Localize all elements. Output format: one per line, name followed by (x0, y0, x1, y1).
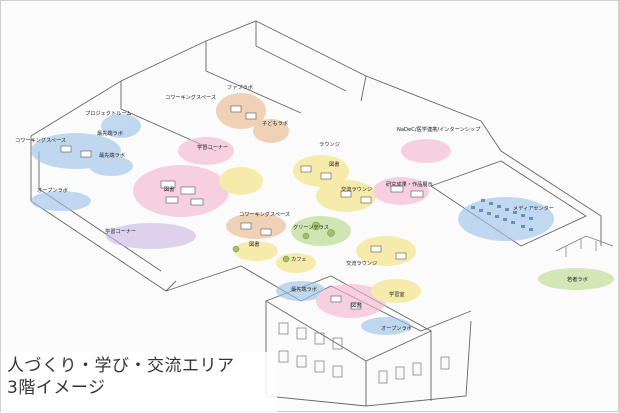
label-coworking-top: コワーキングスペース (165, 93, 216, 101)
caption-box (1, 352, 277, 413)
zone-books-sw (234, 241, 278, 261)
label-project-room: プロジェクトルーム (85, 110, 132, 117)
label-books-n: 図書 (329, 160, 339, 168)
label-advanced-lab-w2: 最先端ラボ (99, 151, 125, 159)
zone-project-room (101, 114, 141, 138)
zone-books-n (293, 155, 349, 187)
label-research-results: 研究成果・作品展示 (386, 180, 433, 188)
label-learning-corner-s: 学習コーナー (105, 227, 136, 235)
zone-open-lab-w (31, 191, 91, 211)
zone-open-lab-s (361, 317, 411, 335)
label-open-lab-w: オープンラボ (37, 186, 68, 194)
tower-windows (278, 322, 450, 384)
label-kids-lab: 子どもラボ (262, 119, 288, 127)
label-advanced-lab-w: 最先端ラボ (97, 129, 123, 137)
zone-wakaba-lab (538, 268, 614, 290)
zone-lounge (219, 167, 263, 195)
zone-labels: コワーキングスペース ファブラボ プロジェクトルーム 子どもラボ 最先端ラボ コ… (15, 83, 588, 332)
label-media-center: メディアセンター (513, 204, 554, 212)
zone-nadec (401, 139, 451, 163)
zone-advanced-lab-w (89, 156, 133, 176)
trees (232, 221, 335, 263)
label-exchange-lounge-n: 交流ラウンジ (341, 185, 372, 193)
north-wall (30, 20, 367, 137)
label-books-s: 図書 (351, 301, 361, 309)
east-wall (365, 75, 602, 246)
inner-wall-2 (205, 41, 302, 114)
west-wall (30, 136, 177, 292)
label-cafe: カフェ (291, 256, 307, 263)
caption-title: 人づくり・学び・交流エリア (7, 356, 235, 376)
zone-books-s (316, 284, 386, 318)
inner-wall-1 (120, 81, 217, 152)
zone-learning-corner-s (106, 223, 196, 249)
label-wakaba-lab: 若者ラボ (567, 275, 588, 283)
inner-wall-3 (255, 21, 347, 92)
zone-kids-lab (253, 119, 289, 143)
label-green-terrace: グリーンテラス (293, 223, 329, 231)
east-rail (555, 235, 614, 257)
label-open-lab-s: オープンラボ (381, 324, 412, 332)
zone-advanced-lab-s (276, 281, 326, 301)
media-seats (471, 199, 533, 231)
label-advanced-lab-s: 最先端ラボ (291, 285, 317, 293)
zone-learning-room (371, 279, 421, 303)
zone-cafe (276, 253, 316, 273)
label-lounge: ラウンジ (319, 140, 340, 148)
zone-learning-corner-n (178, 137, 234, 165)
tower-side-e (365, 320, 472, 407)
label-nadec: NaDeC/医学連携/インターンシップ (397, 125, 481, 133)
label-exchange-lounge-s: 交流ラウンジ (346, 259, 377, 267)
zone-green-terrace (291, 216, 351, 246)
zones (31, 93, 614, 335)
label-coworking-w: コワーキングスペース (15, 136, 66, 144)
label-learning-room: 学習室 (389, 290, 405, 298)
label-coworking-c: コワーキングスペース (239, 210, 290, 218)
label-books-sw: 図書 (249, 240, 259, 248)
caption-subtitle: 3階イメージ (7, 378, 106, 398)
label-fab-lab: ファブラボ (227, 83, 253, 91)
furniture-sketch (60, 105, 424, 310)
label-books-c: 図書 (164, 185, 174, 193)
label-learning-corner-n: 学習コーナー (197, 143, 228, 151)
